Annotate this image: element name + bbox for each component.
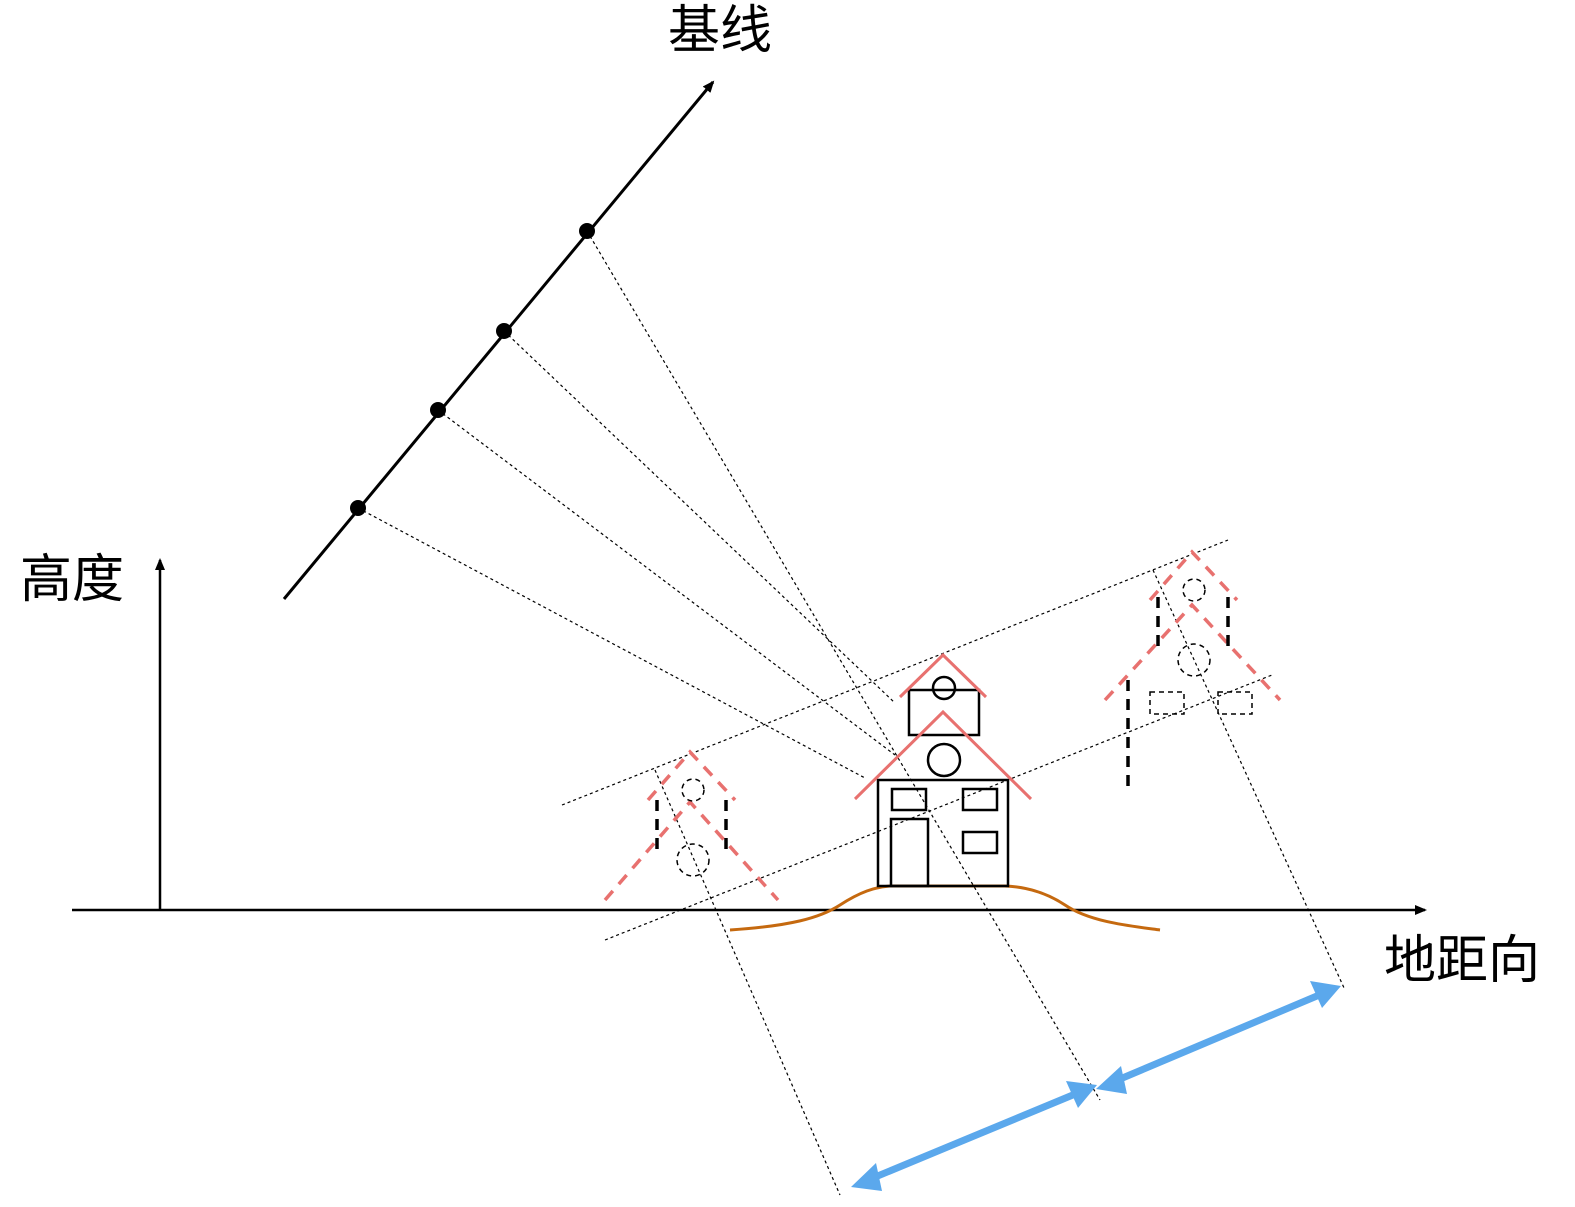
slant-line-left [654, 769, 841, 1196]
look-ray-1 [357, 507, 866, 779]
terrain-profile [729, 884, 1161, 932]
look-ray-3 [503, 330, 896, 704]
look-ray-2 [437, 409, 896, 756]
baseline-line [282, 80, 715, 600]
ground-range-label: 地距向 [1384, 931, 1540, 991]
slant-line-right [1152, 569, 1346, 991]
range-arrow-1 [851, 1081, 1097, 1191]
look-ray-4 [586, 230, 1101, 1101]
house-ghost-left [603, 749, 780, 902]
house-real [853, 652, 1033, 888]
range-arrow-2 [1096, 981, 1341, 1094]
house-ghost-right [1103, 549, 1282, 790]
height-label: 高度 [20, 550, 124, 610]
baseline-label: 基线 [668, 1, 772, 61]
